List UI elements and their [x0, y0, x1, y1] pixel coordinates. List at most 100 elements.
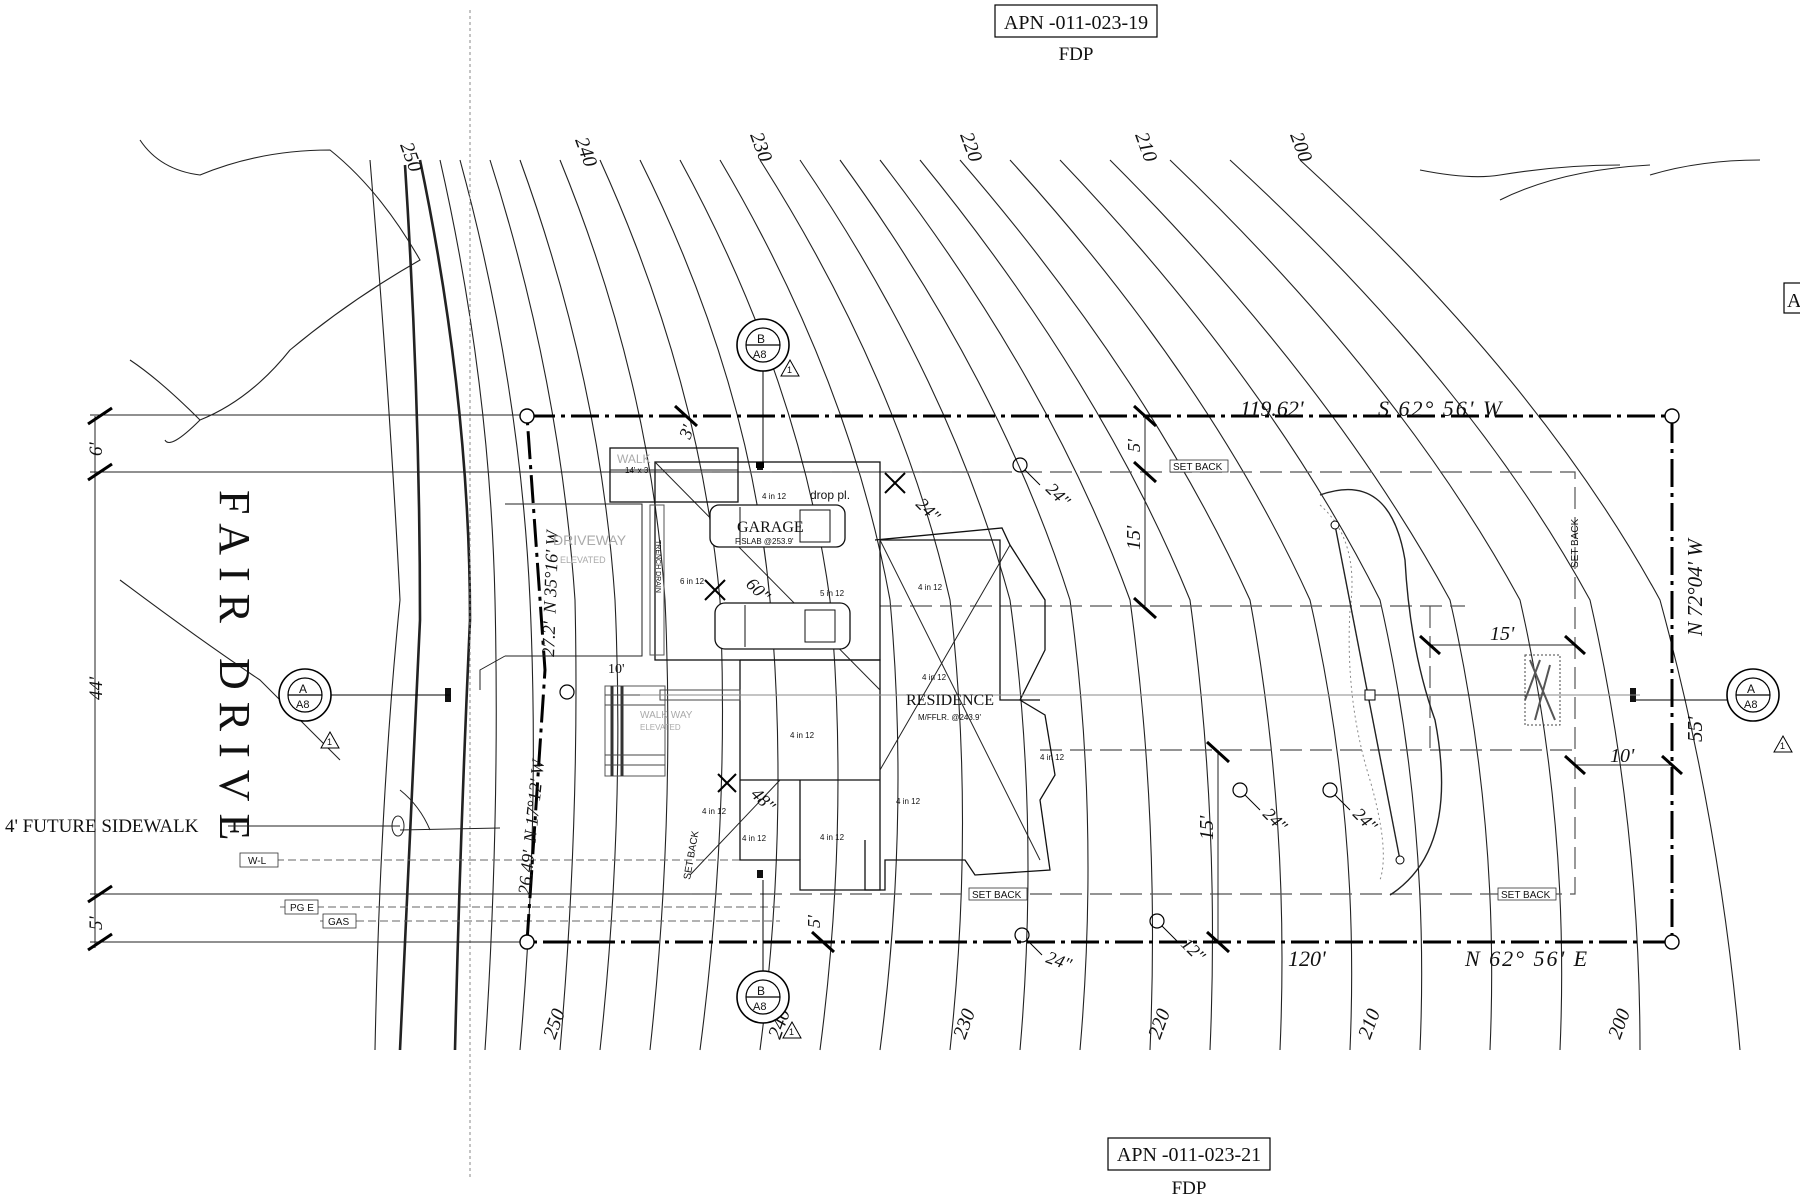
- apn-bottom-code: FDP: [1172, 1178, 1207, 1199]
- rear-yard-planting: [1319, 488, 1561, 896]
- tree-icon: 60": [704, 574, 775, 606]
- setback-label: SET BACK: [972, 890, 1022, 901]
- roof-pitch: 4 in 12: [922, 673, 947, 682]
- residence-name: RESIDENCE: [906, 692, 994, 709]
- driveway-name: DRIVEWAY: [553, 532, 627, 548]
- residence-floor: M/FFLR. @243.9': [918, 713, 981, 722]
- setback-label: SET BACK: [1173, 462, 1223, 473]
- contour-label: 230: [745, 129, 776, 165]
- tree-icon: 24": [1232, 782, 1292, 837]
- tree-icon: 24": [1322, 782, 1382, 836]
- roof-pitch: 4 in 12: [790, 731, 815, 740]
- car-icon: [709, 504, 846, 548]
- utility-gas: GAS: [328, 917, 349, 928]
- contour-label: 250: [539, 1006, 570, 1042]
- topo-contours: [119, 139, 1761, 1051]
- contour-label: 210: [1130, 129, 1161, 165]
- section-letter: A: [1747, 682, 1755, 696]
- dim-rear-yard-10: 10': [1610, 745, 1635, 767]
- dim-road-width: 44': [86, 676, 107, 700]
- utility-power: PG E: [290, 903, 314, 914]
- south-line-bearing: N 62° 56' E: [1464, 946, 1589, 971]
- rev-number: 1: [789, 1027, 794, 1037]
- apn-top-code: FDP: [1059, 44, 1094, 65]
- roof-pitches: 4 in 12 6 in 12 5 in 12 4 in 12 4 in 12 …: [680, 492, 1065, 843]
- east-line-length: 55': [1683, 716, 1707, 742]
- dim-bottom-margin: 5': [86, 916, 107, 931]
- south-line-length: 120': [1288, 946, 1326, 971]
- roof-pitch: 4 in 12: [896, 797, 921, 806]
- section-letter: B: [757, 984, 765, 998]
- roof-pitch: 4 in 12: [702, 807, 727, 816]
- dim-walk-width: 10': [608, 662, 625, 677]
- trench-drain: TRENCH DRAIN: [654, 540, 661, 593]
- roof-pitch: 4 in 12: [742, 834, 767, 843]
- tree-icon: 24": [884, 472, 945, 527]
- tree-label: 12": [1177, 934, 1210, 967]
- contour-label: 240: [570, 134, 601, 170]
- apn-top-number: APN -011-023-19: [1004, 12, 1148, 34]
- utility-water: W-L: [248, 856, 267, 867]
- street-name: FAIR DRIVE: [210, 490, 259, 852]
- dim-side-setback-top: 15': [1123, 525, 1145, 550]
- garage-name: GARAGE: [737, 519, 804, 536]
- contour-label: 220: [955, 129, 986, 165]
- dim-top-margin: 6': [86, 442, 107, 457]
- walk-size: 14' x 3': [625, 466, 650, 475]
- tree-label: 24": [912, 494, 945, 527]
- contour-label: 210: [1354, 1006, 1385, 1042]
- section-marker-b-top: B A8 1: [736, 318, 800, 468]
- walkway-note: ELEVATED: [640, 723, 681, 732]
- roof-pitch: 6 in 12: [680, 577, 705, 586]
- section-sheet: A8: [296, 699, 309, 711]
- edge-label-box: A: [1783, 282, 1800, 314]
- roof-pitch: 4 in 12: [1040, 753, 1065, 762]
- section-sheet: A8: [753, 1001, 766, 1013]
- contour-label: 220: [1144, 1006, 1175, 1042]
- apn-bottom-number: APN -011-023-21: [1117, 1144, 1261, 1166]
- apn-top: APN -011-023-19 FDP: [994, 4, 1158, 65]
- dim-rear-yard-15: 15': [1490, 623, 1515, 645]
- sidewalk-label: 4' FUTURE SIDEWALK: [5, 816, 199, 837]
- contour-label: 200: [1604, 1006, 1635, 1042]
- tree-icon: 12": [1149, 913, 1210, 967]
- section-marker-a-left: A A8 1: [278, 668, 450, 749]
- section-marker-b-bottom: B A8 1: [736, 880, 802, 1039]
- section-letter: A: [299, 682, 307, 696]
- utilities: W-L PG E GAS: [239, 852, 780, 929]
- rev-number: 1: [787, 365, 792, 375]
- dim-front-setback-bottom: 5': [804, 914, 824, 928]
- tree-label: 48": [747, 784, 780, 817]
- setback-label: SET BACK: [1501, 890, 1551, 901]
- section-marker-a-right: A A8 1: [1636, 668, 1793, 753]
- street: 6' 44' 5' FAIR DRIVE 4' FUTURE SIDEWALK: [5, 406, 1000, 952]
- drop-plate: drop pl.: [810, 488, 850, 502]
- walk-name: WALK: [617, 452, 651, 466]
- roof-pitch: 4 in 12: [918, 583, 943, 592]
- section-sheet: A8: [753, 349, 766, 361]
- tree-label: 24": [1044, 947, 1075, 975]
- north-line-bearing: S 62° 56' W: [1378, 396, 1503, 421]
- roof-pitch: 5 in 12: [820, 589, 845, 598]
- north-line-length: 119.62': [1240, 396, 1304, 421]
- walkway-name: WALK WAY: [640, 710, 693, 721]
- setback-label: SET BACK: [1570, 518, 1581, 568]
- car-icon: [714, 602, 851, 650]
- building-footprint: [445, 447, 1640, 891]
- tree-icon: 24": [1012, 457, 1075, 512]
- dim-rear-setback: 5': [1124, 438, 1144, 452]
- roof-pitch: 4 in 12: [820, 833, 845, 842]
- garage-slab: F.SLAB @253.9': [735, 537, 794, 546]
- rev-number: 1: [327, 737, 332, 747]
- tree-label: 24": [1259, 804, 1292, 837]
- property-boundary: 119.62' S 62° 56' W 120' N 62° 56' E N 7…: [514, 396, 1707, 971]
- apn-bottom: APN -011-023-21 FDP: [1107, 1137, 1271, 1199]
- tree-label: 24": [1042, 479, 1075, 512]
- driveway-note: ELEVATED: [560, 555, 606, 565]
- west-line-lower: 26.49'N 17°12' W: [514, 757, 548, 896]
- contour-label: 200: [1285, 129, 1316, 165]
- rev-number: 1: [1780, 741, 1785, 751]
- setback-lines: 3' 5' 15' 15' 5' 15' 10' SET BACK SET BA…: [673, 404, 1684, 954]
- tree-icon: 24": [1014, 927, 1075, 975]
